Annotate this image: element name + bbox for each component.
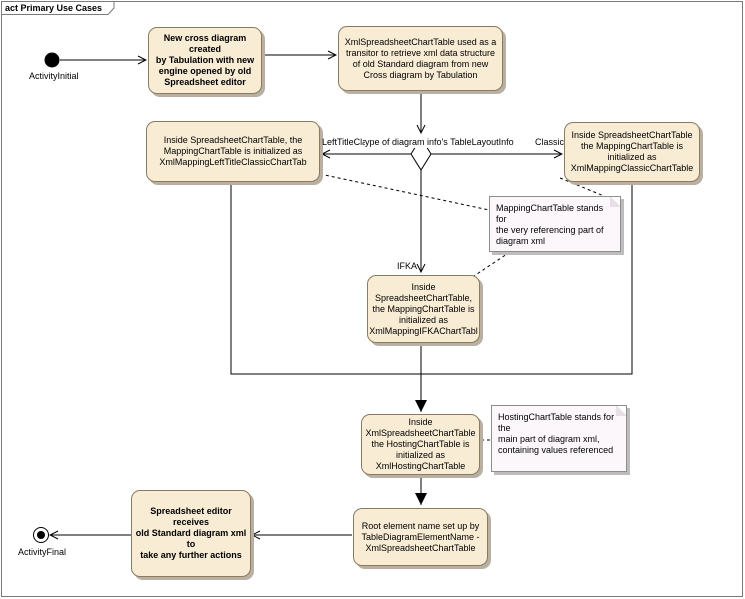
initial-label: ActivityInitial [29,71,79,81]
activity-root-element[interactable]: Root element name set up by TableDiagram… [353,508,488,566]
edge-label-guard: ype of diagram info's TableLayoutInfo [365,137,514,148]
note-hosting-text: HostingChartTable stands for the main pa… [498,412,615,455]
activity-classic[interactable]: Inside SpreadsheetChartTable the Mapping… [564,122,700,182]
activity-editor-receives[interactable]: Spreadsheet editor receives old Standard… [131,490,251,577]
activity-transistor-text: XmlSpreadsheetChartTable used as a trans… [344,36,497,80]
activity-ifka-text: Inside SpreadsheetChartTable, the Mappin… [369,281,478,336]
note-fold [616,406,626,416]
frame-title: act Primary Use Cases [5,3,103,13]
activity-classic-text: Inside SpreadsheetChartTable the Mapping… [570,130,694,173]
activity-root-element-text: Root element name set up by TableDiagram… [361,520,480,553]
activity-transistor[interactable]: XmlSpreadsheetChartTable used as a trans… [338,26,503,91]
note-link-ifka [473,251,511,277]
edge-label-left-title-classic: LeftTitleClassic [322,137,383,147]
note-link-classic [559,177,605,197]
edge-label-ifka: IFKA [397,261,418,271]
note-hosting-chart-table[interactable]: HostingChartTable stands for the main pa… [491,405,627,472]
frame-tab [1,1,115,15]
activity-new-cross-diagram-text: New cross diagram created by Tabulation … [155,33,255,87]
activity-left-title-classic[interactable]: Inside SpreadsheetChartTable, the Mappin… [146,121,320,182]
activity-left-title-classic-text: Inside SpreadsheetChartTable, the Mappin… [159,135,307,167]
note-mapping-chart-table[interactable]: MappingChartTable stands for the very re… [489,196,621,252]
note-fold [610,197,620,207]
activity-ifka[interactable]: Inside SpreadsheetChartTable, the Mappin… [367,275,480,343]
merge-bar [230,182,633,375]
initial-node[interactable] [44,52,60,68]
note-link-left [319,173,490,211]
activity-hosting-text: Inside XmlSpreadsheetChartTable the Host… [365,417,476,471]
edge-label-classic: Classic [535,137,565,147]
activity-editor-receives-text: Spreadsheet editor receives old Standard… [135,506,247,560]
final-label: ActivityFinal [18,547,67,557]
activity-hosting[interactable]: Inside XmlSpreadsheetChartTable the Host… [361,414,480,475]
note-mapping-text: MappingChartTable stands for the very re… [496,203,604,246]
activity-new-cross-diagram[interactable]: New cross diagram created by Tabulation … [148,27,262,94]
